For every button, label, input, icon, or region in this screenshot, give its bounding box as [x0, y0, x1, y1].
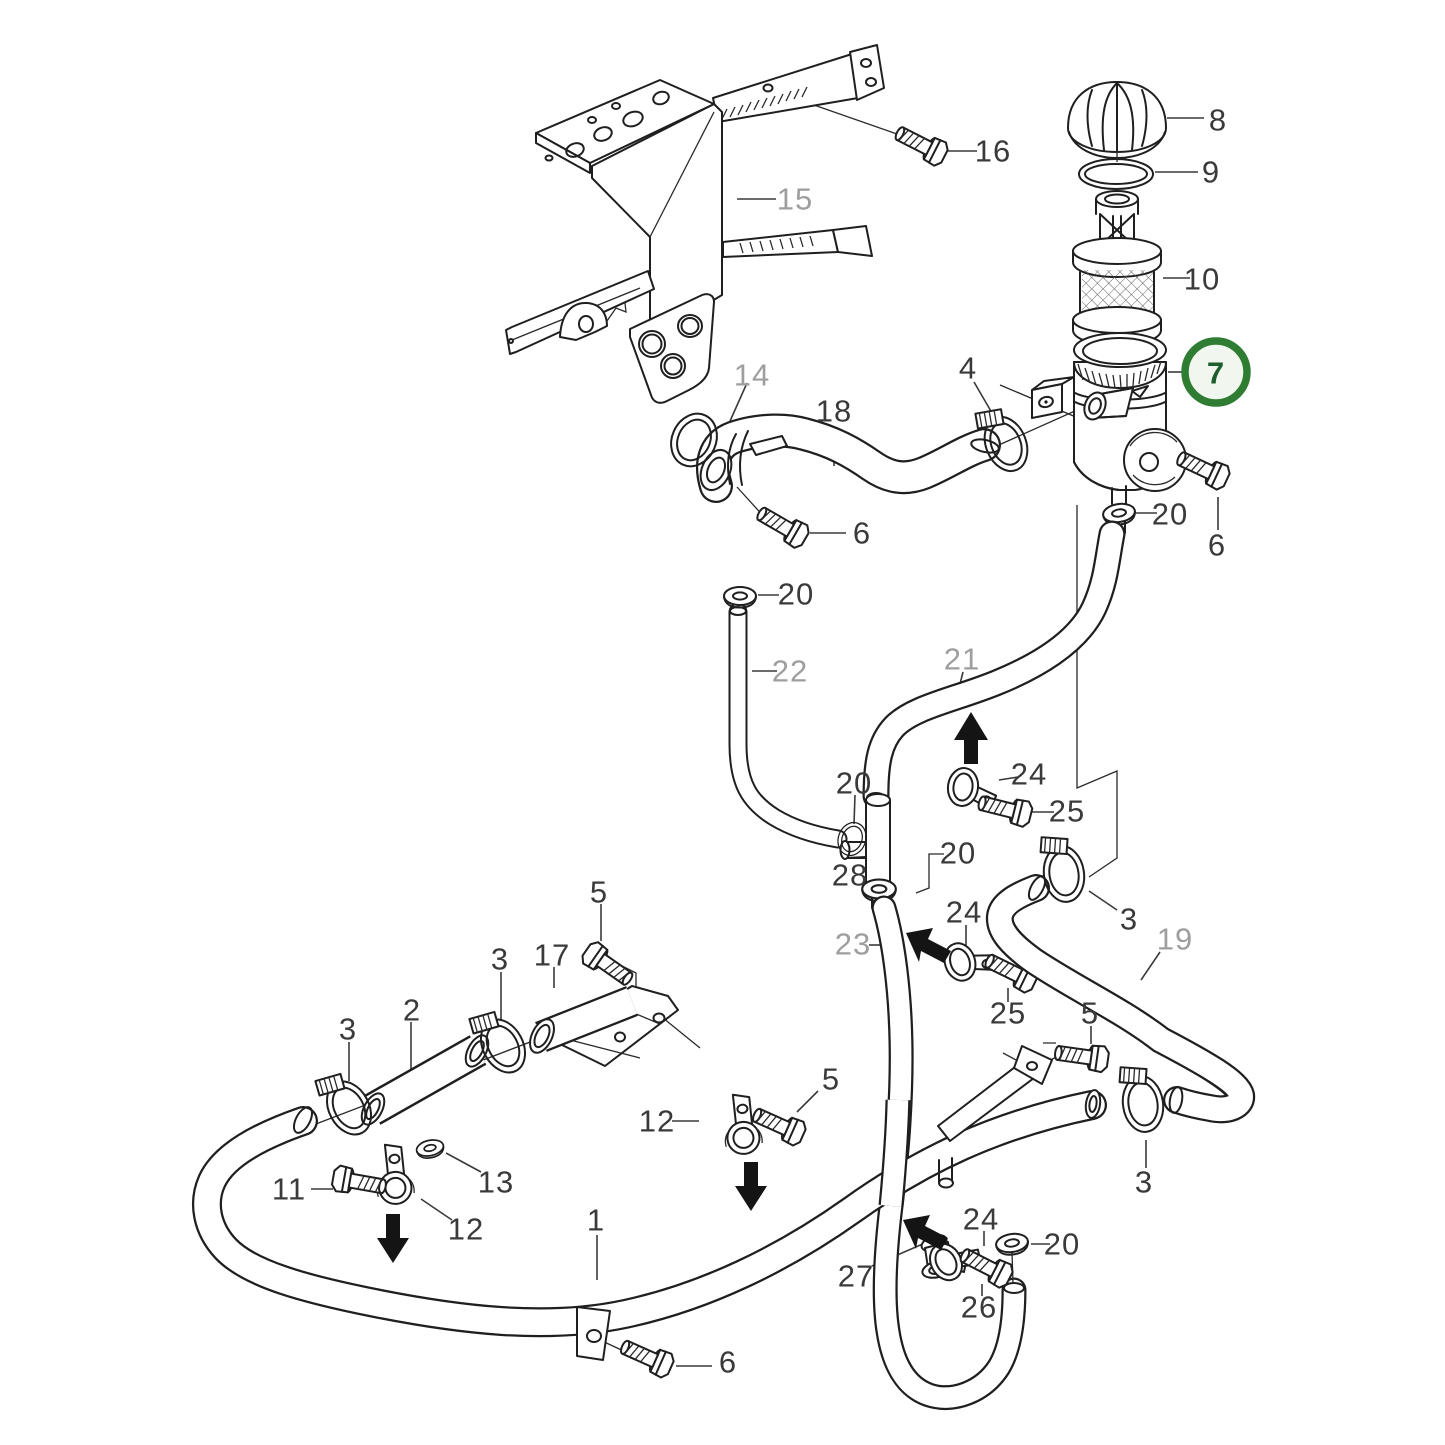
breather-housing-drawing	[1031, 332, 1187, 535]
nut-13-drawing	[414, 1136, 447, 1162]
pipe-23-drawing	[871, 895, 1027, 1411]
bolt-16-drawing	[890, 119, 952, 169]
pipe-23-front-segment	[878, 1099, 911, 1208]
filter-element-drawing	[1072, 142, 1162, 348]
flange-nut-20-bottom-drawing	[993, 1230, 1031, 1258]
hose-18-drawing	[696, 413, 1001, 503]
mounting-bracket-drawing	[505, 44, 885, 404]
pipe-22-drawing	[728, 602, 848, 849]
hose-clamp-3-bottomright-drawing	[1116, 1061, 1168, 1136]
hose-21-drawing	[862, 520, 1126, 810]
support-strut-drawing	[937, 1045, 1053, 1142]
o-ring-drawing	[1078, 158, 1154, 190]
bolt-11-drawing	[329, 1163, 389, 1201]
tube-2-drawing	[360, 1034, 490, 1126]
bolt-5-strut-drawing	[1052, 1038, 1111, 1074]
bolt-6-hose18-drawing	[751, 500, 813, 552]
support-tube-17-drawing	[529, 985, 679, 1067]
filter-cap-drawing	[1067, 81, 1167, 159]
highlight-ring-part-7	[1181, 337, 1251, 407]
bolt-5-tube17-drawing	[578, 938, 639, 993]
hose-19-drawing	[985, 874, 1256, 1124]
hose-clamp-3-left-drawing	[311, 1062, 381, 1144]
p-clamp-12-left-drawing	[371, 1141, 417, 1207]
bolt-6-pipe1-drawing	[615, 1333, 678, 1381]
cap-nut-20-pipe22-drawing	[723, 586, 757, 609]
callout-leader-lines	[311, 117, 1219, 1367]
direction-arrows	[377, 712, 988, 1263]
